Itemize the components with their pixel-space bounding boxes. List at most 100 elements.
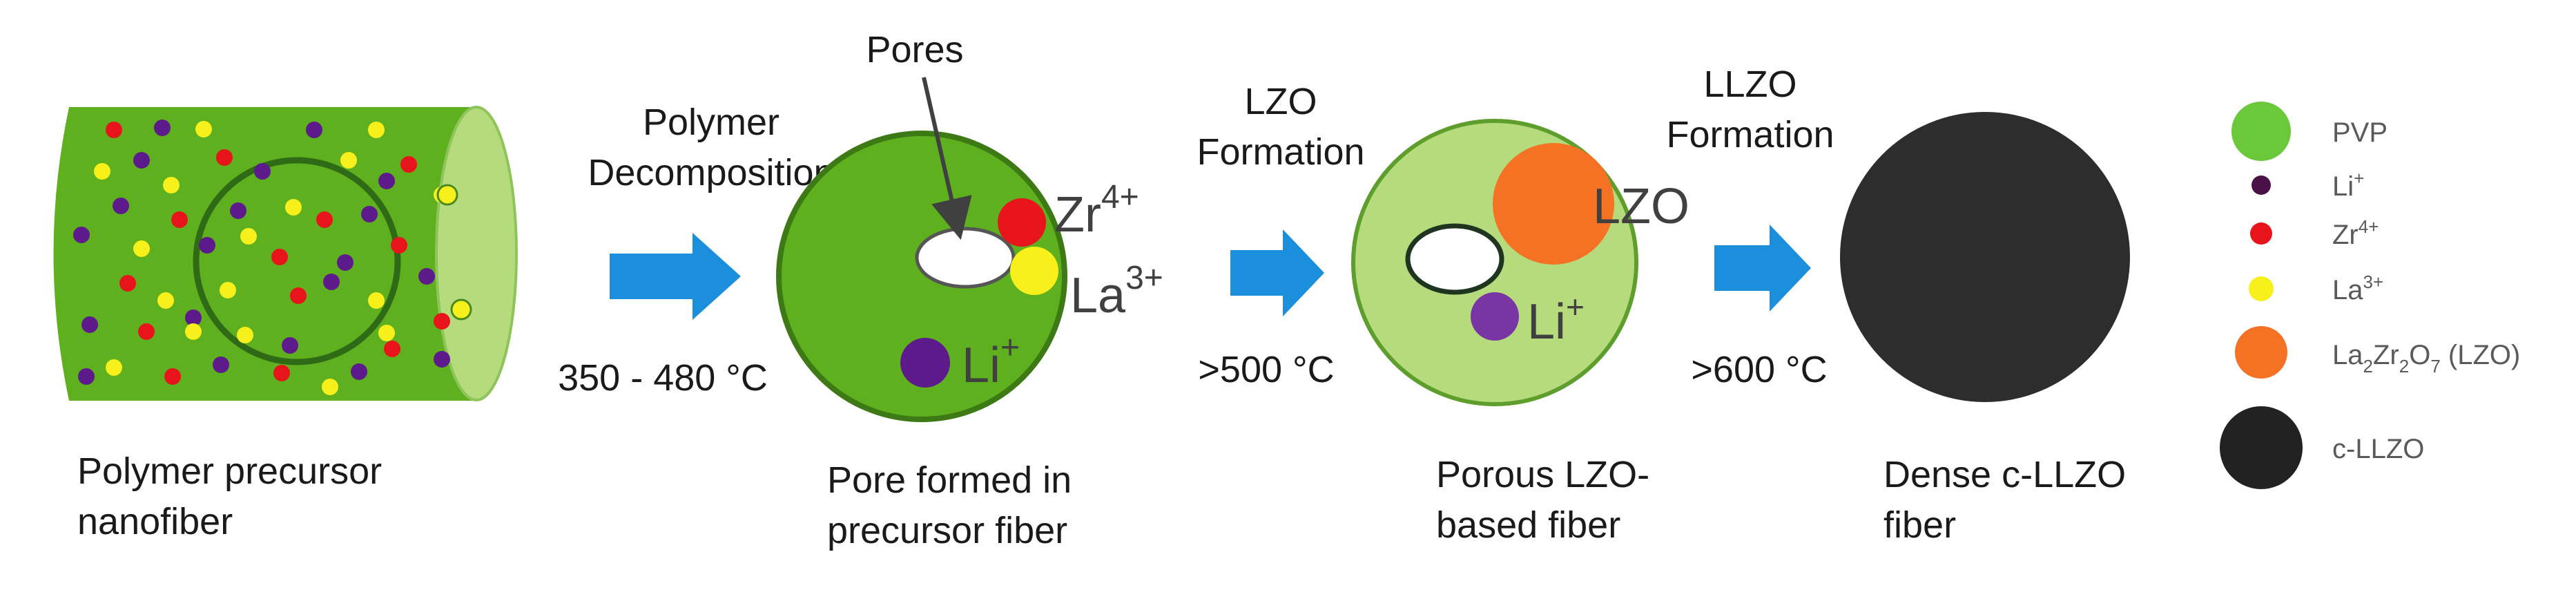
precursor-caption-line1: Polymer precursor [77,450,382,492]
step3-temperature: >600 °C [1691,349,1827,390]
precursor-nanofiber [53,106,518,401]
pore-fiber-body [776,131,1067,422]
la-ion-dot [368,292,385,309]
pore-ellipse [915,227,1016,289]
pore-caption-line2: precursor fiber [827,510,1067,551]
step1-arrow [610,233,741,320]
fiber-cross-section-outline [193,157,401,365]
li-ion-dot [73,227,90,243]
zr-ion-dot [216,149,233,166]
zr-ion-dot [400,156,417,173]
li-ion-dot [337,254,354,271]
step1-temperature: 350 - 480 °C [558,357,768,399]
li-ion-dot [418,268,435,285]
la-ion-dot [106,359,122,376]
step3-arrow [1714,225,1811,312]
la-ion-dot [450,298,472,321]
pores-label: Pores [866,29,963,70]
legend-zr-label: Zr4+ [2332,216,2379,250]
la-ion-dot [237,327,253,343]
porous-lzo-fiber [1351,119,1638,406]
li-ion-dot [113,198,129,214]
zr-ion-dot [273,365,290,381]
li-ion-dot [900,338,950,388]
zr-ion-dot [316,211,333,228]
li-ion-dot [254,163,271,180]
li-ion-dot [154,120,171,136]
legend-la-label: La3+ [2332,272,2383,305]
pore-fiber [776,131,1067,422]
li-ion-dot [378,173,395,189]
dense-caption-line2: fiber [1883,504,1956,546]
li-ion-dot [323,274,340,290]
legend-li-swatch [2251,175,2271,195]
legend-lzo-label: La2Zr2O7 (LZO) [2332,340,2520,377]
zr-ion-dot [138,323,155,340]
li-ion-label: Li+ [962,330,1020,393]
legend-pvp-swatch [2231,102,2291,161]
la-ion-dot [340,152,357,169]
li-ion-dot [213,356,229,373]
zr-ion-dot [271,249,288,265]
zr-ion-dot [171,211,188,228]
li-ion-dot [351,363,367,380]
li-ion-dot [306,122,322,138]
lzo-label: LZO [1593,179,1689,234]
lzo-caption-line2: based fiber [1436,504,1620,546]
la-ion-label: La3+ [1070,260,1163,323]
la-ion-dot [195,121,212,137]
li-ion-dot [230,202,246,219]
la-ion-dot [322,379,338,395]
li-ion-dot [81,316,98,333]
la-ion-dot [163,177,180,193]
zr-ion-dot [998,198,1046,247]
fiber-cylinder-end [435,106,518,401]
step2-label-line2: Formation [1197,131,1364,173]
lzo-caption-line1: Porous LZO- [1436,454,1649,495]
zr-ion-dot [391,237,407,254]
la-ion-dot [436,184,458,206]
precursor-caption-line2: nanofiber [77,501,233,542]
li-ion-dot [185,310,202,326]
li-ion-dot [133,152,150,169]
zr-ion-dot [119,275,136,292]
step1-label-line2: Decomposition [588,152,834,193]
la-ion-dot [157,292,174,309]
la-ion-dot [368,122,385,138]
la-ion-dot [133,240,150,257]
zr-ion-dot [384,341,400,357]
zr-ion-dot [290,287,307,304]
legend-cllzo-swatch [2220,406,2303,489]
legend: PVP Li+ Zr4+ La3+ La2Zr2O7 (LZO) c-LLZO [2220,102,2520,489]
zr-ion-dot [164,368,181,385]
la-ion-dot [185,323,202,340]
li-ion-dot [78,368,95,385]
zr-ion-dot [106,122,122,138]
la-ion-dot [285,199,302,216]
li-ion-dot [361,206,378,222]
pore-caption-line1: Pore formed in [827,459,1072,501]
la-ion-dot [240,228,257,245]
lzo-li-ion-label: Li+ [1527,289,1585,350]
li-ion-dot [434,351,450,368]
legend-lzo-swatch [2235,326,2287,379]
zr-ion-dot [434,313,450,330]
zr-ion-label: Zr4+ [1054,179,1139,242]
dispersed-ions [73,120,472,395]
la-ion-dot [1010,247,1058,295]
step2-temperature: >500 °C [1198,349,1334,390]
lzo-particle [1493,143,1614,265]
step3-label-line2: Formation [1666,114,1834,155]
step2-label-line1: LZO [1244,81,1317,122]
dense-caption-line1: Dense c-LLZO [1883,454,2126,495]
step3-label-line1: LLZO [1703,64,1797,105]
legend-zr-swatch [2250,222,2272,245]
li-ion-dot [282,337,298,354]
pores-pointer-arrow [922,77,972,240]
li-ion-dot [199,237,215,254]
legend-la-swatch [2249,276,2274,301]
legend-cllzo-label: c-LLZO [2332,434,2424,464]
lzo-pore [1405,223,1504,295]
lzo-li-ion-dot [1471,292,1519,341]
